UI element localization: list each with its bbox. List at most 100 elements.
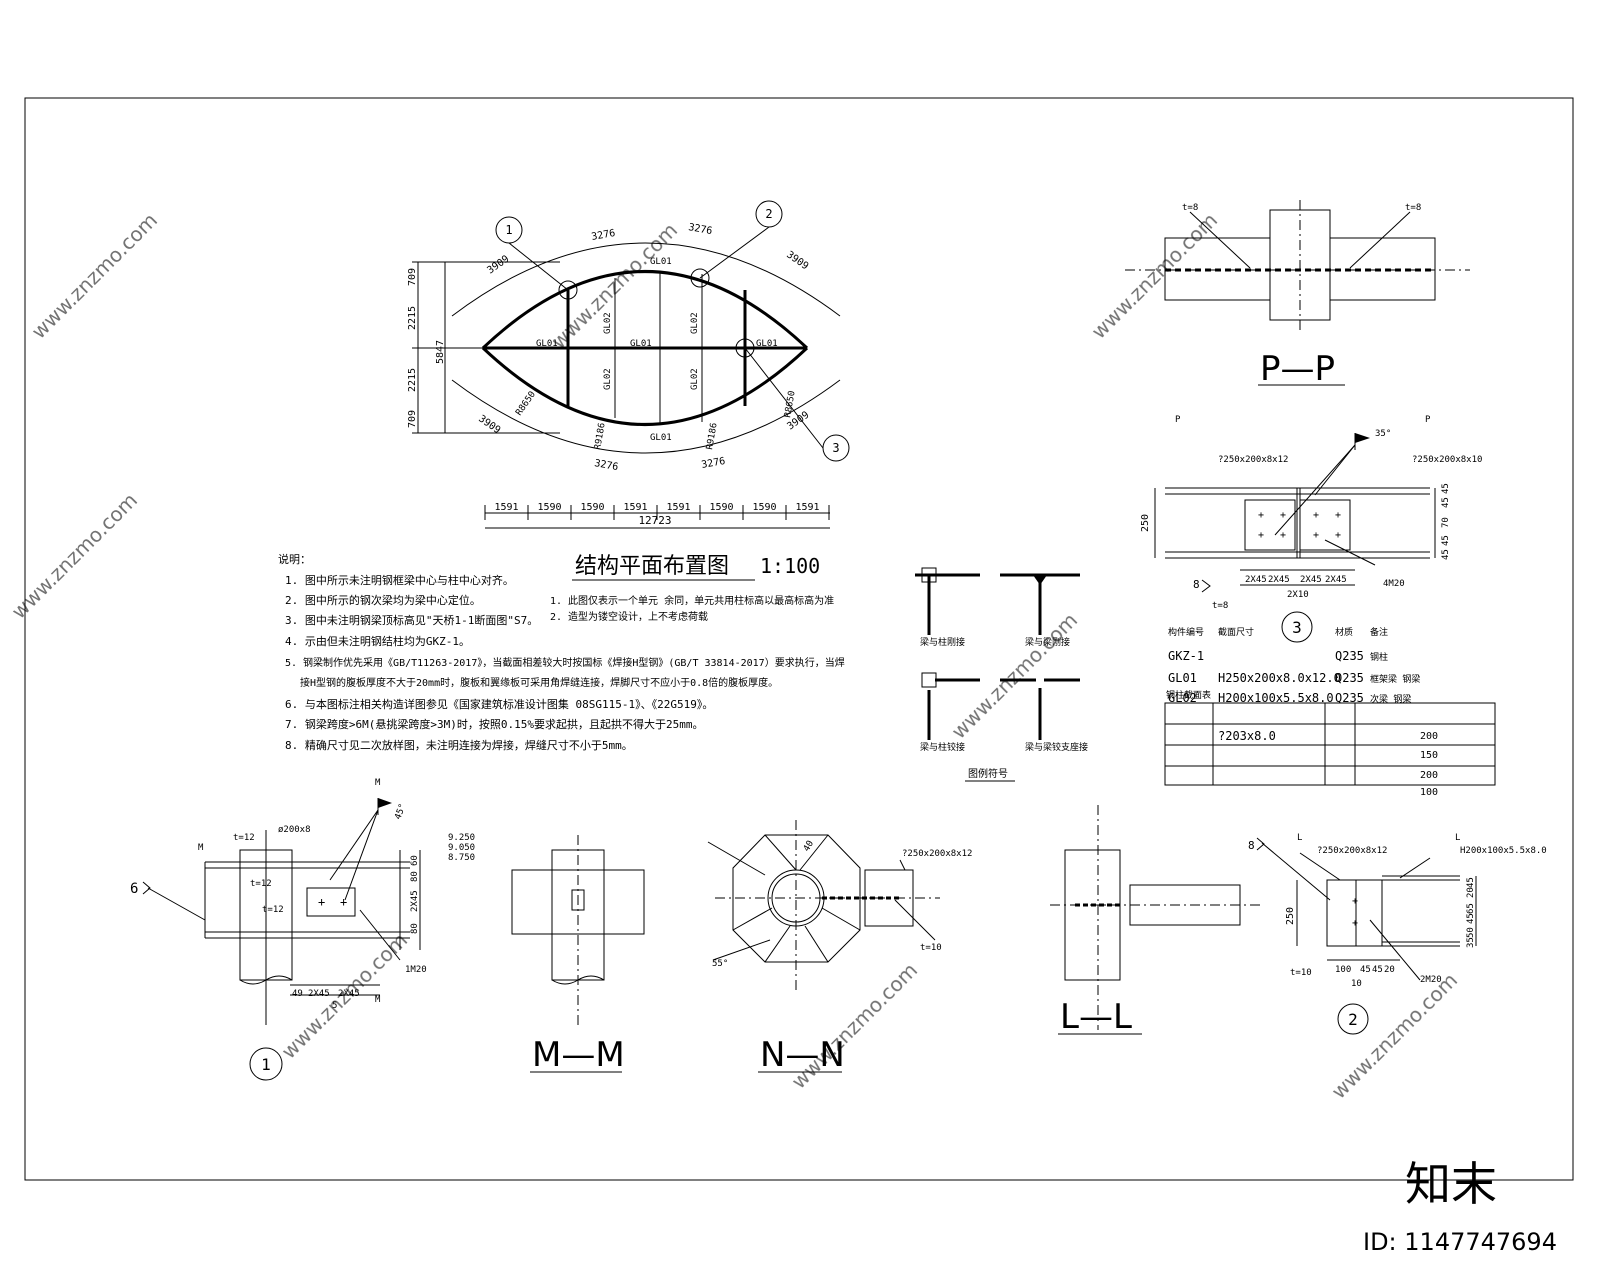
d1-t12b: t=12 — [250, 879, 272, 889]
d1-tag-left: M — [198, 843, 204, 853]
nn-angle: 55° — [712, 959, 728, 969]
dim-bottom-row-value: 1590 — [752, 502, 776, 513]
d3-bottom-1: 2X45 — [1245, 575, 1267, 585]
radius-1: R8650 — [514, 390, 538, 418]
table-r3-c1: GL02 — [1168, 691, 1197, 705]
bolt-mark: + — [1313, 530, 1319, 541]
watermark-text: www.znzmo.com — [27, 208, 163, 344]
section-pp-label: P—P — [1260, 349, 1335, 389]
d2-beam1: ?250x200x8x12 — [1317, 846, 1387, 856]
d3-bolts: 4M20 — [1383, 579, 1405, 589]
table-r3-c4: 次梁 钢梁 — [1370, 693, 1411, 705]
table-sub-dim-3: 200 — [1420, 770, 1438, 781]
d1-angle: 45° — [393, 802, 408, 821]
watermark-layer: www.znzmo.com www.znzmo.com www.znzmo.co… — [7, 208, 1463, 1104]
dim-bottom-row-value: 1590 — [580, 502, 604, 513]
pp-t-right: t=8 — [1405, 203, 1421, 213]
drawing-frame — [24, 97, 1574, 1181]
d1-elev-1: 9.250 — [448, 833, 475, 843]
d2-weld: 8 — [1248, 839, 1255, 852]
note-extra-1: 1. 此图仅表示一个单元 余同，单元共用柱标高以最高标高为准 — [550, 594, 834, 607]
table-header-1: 构件编号 — [1168, 626, 1204, 638]
d1-right-1: 60 — [410, 855, 420, 866]
note-6: 6. 与本图标注相关构造详图参见《国家建筑标准设计图集 08SG115-1》、《… — [285, 697, 713, 711]
callout-2: 2 — [765, 207, 772, 221]
bolt-mark: + — [1258, 510, 1264, 521]
d1-bottom-3: 2X45 — [338, 989, 360, 999]
legend-label-1: 梁与柱刚接 — [920, 636, 965, 648]
note-3: 3. 图中未注明钢梁顶标高见"天桥1-1断面图"S7。 — [285, 613, 538, 627]
notes: 说明： 1. 图中所示未注明钢框梁中心与柱中心对齐。 2. 图中所示的钢次梁均为… — [278, 552, 845, 752]
pp-t-left: t=8 — [1182, 203, 1198, 213]
beam-label: GL01 — [536, 339, 558, 349]
dim-top-1: 3909 — [485, 254, 511, 277]
radius-2: R9186 — [593, 422, 608, 450]
structural-plan: 1 2 3 3909 3276 3276 3909 3909 3276 3276… — [407, 200, 850, 529]
d2-bottom-sub: 10 — [1351, 979, 1362, 989]
member-table: 构件编号 截面尺寸 材质 备注 GKZ-1 Q235 钢柱 GL01 H250x… — [1164, 626, 1496, 798]
d2-r2: 20 — [1466, 887, 1476, 898]
d1-bottom-1: 49 — [292, 989, 303, 999]
dim-bottom-2: 3276 — [593, 458, 619, 473]
beam-label: GL02 — [603, 312, 613, 334]
dim-bottom-row-value: 1591 — [795, 502, 819, 513]
d2-height: 250 — [1285, 907, 1296, 925]
brand-logo: 知末 — [1405, 1157, 1497, 1211]
dim-left-1: 709 — [407, 268, 418, 286]
d1-right-3: 2X45 — [410, 890, 420, 912]
d3-r1: 45 — [1441, 497, 1451, 508]
beam-label: GL02 — [603, 368, 613, 390]
d1-t12c: t=12 — [262, 905, 284, 915]
table-r2-c4: 框架梁 钢梁 — [1370, 673, 1420, 685]
table-sub-cell: ?203x8.0 — [1218, 729, 1276, 743]
beam-label: GL01 — [650, 257, 672, 267]
d2-r3: 65 — [1466, 903, 1476, 914]
svg-text:+: + — [1352, 896, 1358, 907]
legend-label-3: 梁与柱铰接 — [920, 741, 965, 753]
detail-3: ++++++++ P P ?250x200x8x12 ?250x200x8x10… — [1140, 415, 1482, 643]
d2-b2: 45 — [1360, 965, 1371, 975]
table-r2-c2: H250x200x8.0x12.0 — [1218, 671, 1341, 685]
beam-label: GL02 — [690, 312, 700, 334]
d1-right-2: 80 — [410, 871, 420, 882]
d2-r5: 50 — [1466, 927, 1476, 938]
watermark-text: www.znzmo.com — [7, 488, 143, 624]
d2-r1: 45 — [1466, 877, 1476, 888]
watermark-text: www.znzmo.com — [1087, 208, 1223, 344]
dim-top-2: 3276 — [591, 228, 617, 243]
d2-b3: 45 — [1372, 965, 1383, 975]
d3-t: t=8 — [1212, 601, 1228, 611]
dim-bottom-row-value: 1591 — [623, 502, 647, 513]
d1-bottom-sub: 5 — [332, 1001, 337, 1011]
dim-bottom-row-value: 1590 — [709, 502, 733, 513]
d1-tag-top: M — [375, 778, 381, 788]
legend: 梁与柱刚接 梁与梁刚接 梁与柱铰接 梁与梁铰支座接 图例符号 — [915, 567, 1088, 782]
beam-label: GL01 — [630, 339, 652, 349]
d2-r4: 45 — [1466, 913, 1476, 924]
note-5: 5. 钢梁制作优先采用《GB/T11263-2017》，当截面相差较大时按国标《… — [285, 656, 845, 669]
d3-angle: 35° — [1375, 429, 1391, 439]
section-pp: t=8 t=8 P—P — [1125, 200, 1470, 389]
table-sub-dim-2: 150 — [1420, 750, 1438, 761]
notes-heading: 说明： — [278, 552, 311, 566]
svg-text:+: + — [1352, 918, 1358, 929]
plan-title: 结构平面布置图 — [575, 554, 729, 579]
bolt-mark: + — [1313, 510, 1319, 521]
d1-pipe: ø200x8 — [278, 825, 311, 835]
d1-bottom-2: 2X45 — [308, 989, 330, 999]
section-mm: M—M — [511, 835, 645, 1075]
svg-text:+: + — [318, 895, 325, 909]
bolt-mark: + — [1258, 530, 1264, 541]
dim-total: 12723 — [638, 514, 671, 527]
d2-t: t=10 — [1290, 968, 1312, 978]
d2-beam2: H200x100x5.5x8.0 — [1460, 846, 1547, 856]
d3-r4: 45 — [1441, 535, 1451, 546]
watermark-text: www.znzmo.com — [1327, 968, 1463, 1104]
d2-r6: 35 — [1466, 937, 1476, 948]
d2-tag-left: L — [1297, 833, 1302, 843]
table-r1-c1: GKZ-1 — [1168, 649, 1204, 663]
detail-2: + + L L ?250x200x8x12 H200x100x5.5x8.0 2… — [1248, 833, 1547, 1035]
section-nn-label: N—N — [760, 1035, 845, 1075]
beam-label: GL01 — [650, 433, 672, 443]
